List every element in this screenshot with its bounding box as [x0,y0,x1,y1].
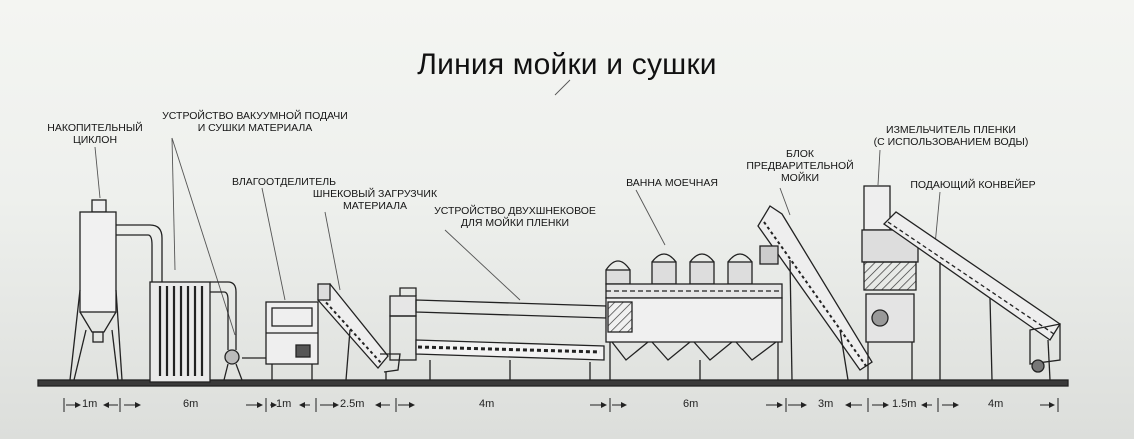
diagram-title: Линия мойки и сушки [417,48,717,81]
screw-loader-drawing [317,282,401,381]
label-wash-tank: ВАННА МОЕЧНАЯ [626,177,718,189]
twin-screw-drawing [389,287,607,380]
dim-vacuum-dryer: 6m [183,398,199,410]
leader-lines [94,79,941,336]
cyclone-drawing [69,199,163,381]
conveyor-drawing [882,211,1061,381]
dewater-drawing [242,301,319,380]
dim-prewash: 3m [818,398,834,410]
crusher-drawing [861,185,919,380]
wash-tank-drawing [605,253,783,380]
dim-conveyor: 4m [988,398,1004,410]
label-conveyor: ПОДАЮЩИЙ КОНВЕЙЕР [910,179,1036,191]
dim-cyclone: 1m [82,398,98,410]
floor-line [37,379,1069,387]
dim-dewater: 1m [276,398,292,410]
vacuum-dryer-drawing [149,281,243,383]
dim-crusher: 1.5m [892,398,917,410]
dim-screw-loader: 2.5m [340,398,365,410]
label-crusher: ИЗМЕЛЬЧИТЕЛЬ ПЛЕНКИ(С ИСПОЛЬЗОВАНИЕМ ВОД… [873,124,1029,148]
label-dewater: ВЛАГООТДЕЛИТЕЛЬ [231,176,337,188]
dimension-line [63,398,1059,412]
dim-wash-tank: 6m [683,398,699,410]
prewash-drawing [757,205,873,381]
dim-twin-screw: 4m [479,398,495,410]
